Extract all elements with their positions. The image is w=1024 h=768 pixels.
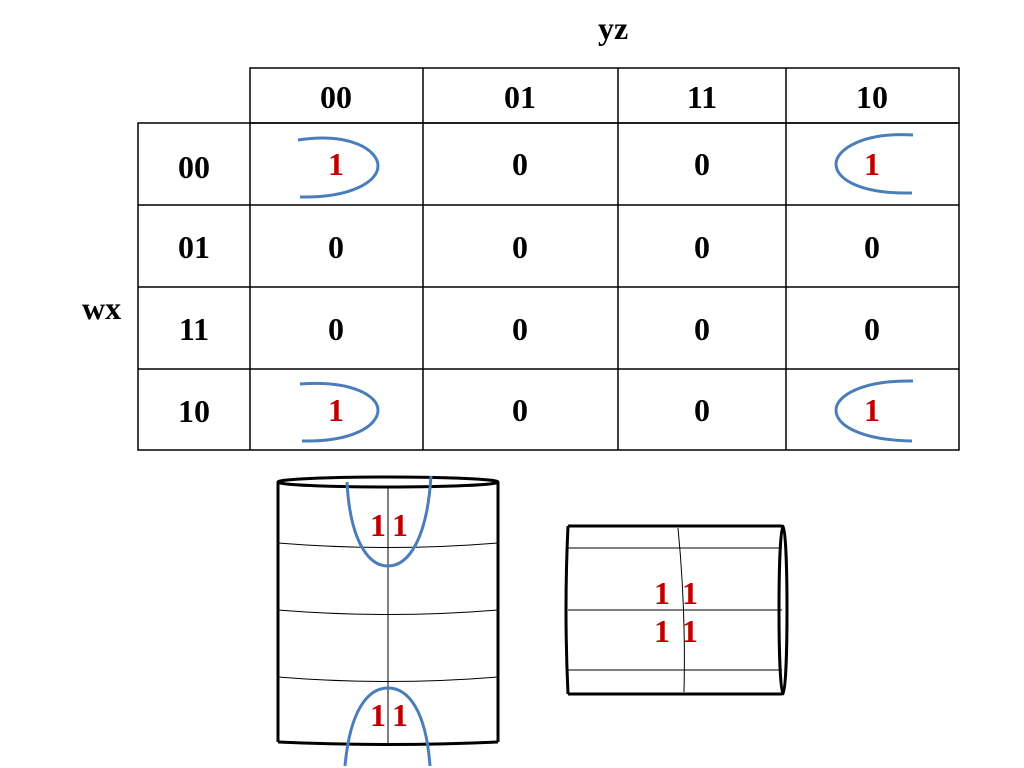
column-header-01: 01 (504, 79, 536, 115)
group-loop-top-left (297, 136, 380, 199)
cell-r3-c0: 1 (328, 392, 344, 428)
vcyl-bottom-group-loop (343, 686, 432, 767)
horizontal-cylinder (564, 524, 789, 696)
vcyl-top-group-loop (345, 475, 433, 568)
cell-r1-c1: 0 (512, 229, 528, 265)
column-header-00: 00 (320, 79, 352, 115)
cell-r1-c3: 0 (864, 229, 880, 265)
cell-r0-c3: 1 (864, 146, 880, 182)
group-loop-top-right (834, 133, 914, 195)
row-header-11: 11 (179, 311, 209, 347)
cell-r3-c2: 0 (694, 392, 710, 428)
cell-r0-c1: 0 (512, 146, 528, 182)
vertical-cylinder (276, 475, 500, 746)
group-loop-bottom-left (299, 381, 380, 443)
hcyl-lower-right-one: 1 (682, 613, 698, 649)
row-header-01: 01 (178, 229, 210, 265)
hcyl-lower-left-one: 1 (654, 613, 670, 649)
cell-r0-c0: 1 (328, 146, 344, 182)
vcyl-bottom-right-one: 1 (392, 697, 408, 733)
column-header-10: 10 (856, 79, 888, 115)
cell-r2-c1: 0 (512, 311, 528, 347)
group-loop-bottom-right (834, 379, 914, 443)
cell-r2-c0: 0 (328, 311, 344, 347)
vcyl-top-right-one: 1 (392, 507, 408, 543)
kmap-grid (137, 67, 960, 451)
cell-r0-c2: 0 (694, 146, 710, 182)
row-header-00: 00 (178, 149, 210, 185)
vcyl-bottom-left-one: 1 (370, 697, 386, 733)
row-variable-label: wx (82, 290, 122, 326)
cell-r3-c1: 0 (512, 392, 528, 428)
cell-r2-c3: 0 (864, 311, 880, 347)
cell-r2-c2: 0 (694, 311, 710, 347)
vcyl-top-left-one: 1 (370, 507, 386, 543)
row-header-10: 10 (178, 393, 210, 429)
cell-r3-c3: 1 (864, 392, 880, 428)
hcyl-upper-right-one: 1 (682, 575, 698, 611)
hcyl-upper-left-one: 1 (654, 575, 670, 611)
cell-r1-c0: 0 (328, 229, 344, 265)
cell-r1-c2: 0 (694, 229, 710, 265)
column-header-11: 11 (687, 79, 717, 115)
column-variable-label: yz (598, 10, 629, 46)
